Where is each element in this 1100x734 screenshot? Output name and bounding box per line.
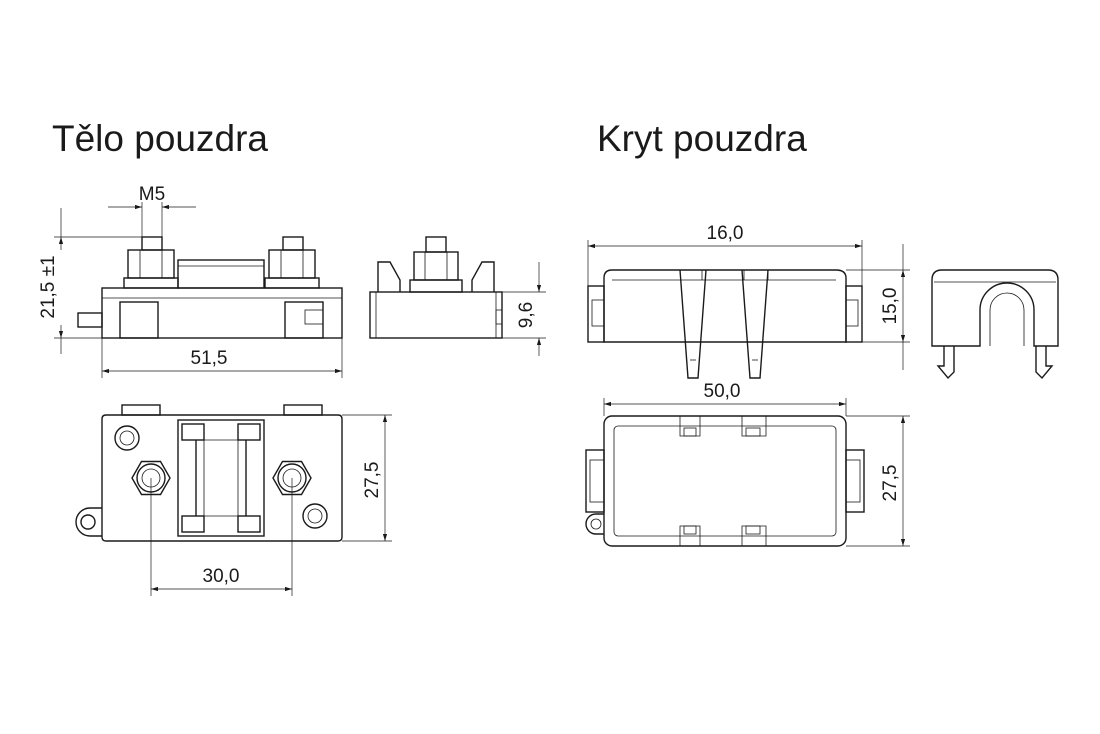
body-front-view	[77, 236, 343, 339]
body-top-view	[75, 404, 343, 542]
dim-label-body-length: 51,5	[191, 348, 228, 369]
dimension-cover-height: 15,0	[846, 244, 910, 370]
dim-label-cover-height: 15,0	[880, 288, 901, 325]
dimension-m5: M5	[108, 184, 196, 237]
dimension-body-length: 51,5	[101, 338, 343, 378]
dimension-cover-inner-width: 16,0	[587, 223, 863, 286]
dim-label-cover-width: 27,5	[880, 465, 901, 502]
dim-label-side-height: 9,6	[516, 302, 537, 328]
body-side-view	[369, 236, 503, 339]
cover-top-view	[585, 415, 865, 547]
dimension-body-width: 27,5	[342, 414, 392, 542]
dimension-body-height: 21,5 ±1	[38, 208, 142, 354]
dimension-cover-width: 27,5	[846, 415, 910, 547]
dimension-cover-length: 50,0	[603, 381, 847, 416]
dim-label-cover-length: 50,0	[704, 381, 741, 402]
body-title: Tělo pouzdra	[52, 118, 268, 159]
dimension-side-height: 9,6	[494, 262, 546, 356]
dim-label-thread: M5	[139, 184, 165, 205]
cover-front-view	[587, 269, 863, 379]
dim-label-body-width: 27,5	[362, 462, 383, 499]
dim-label-cover-inner-width: 16,0	[707, 223, 744, 244]
dim-label-body-height: 21,5 ±1	[38, 255, 59, 318]
dimension-stud-spacing: 30,0	[150, 478, 293, 596]
dim-label-stud-spacing: 30,0	[203, 566, 240, 587]
cover-title: Kryt pouzdra	[597, 118, 807, 159]
cover-side-view	[931, 269, 1059, 380]
